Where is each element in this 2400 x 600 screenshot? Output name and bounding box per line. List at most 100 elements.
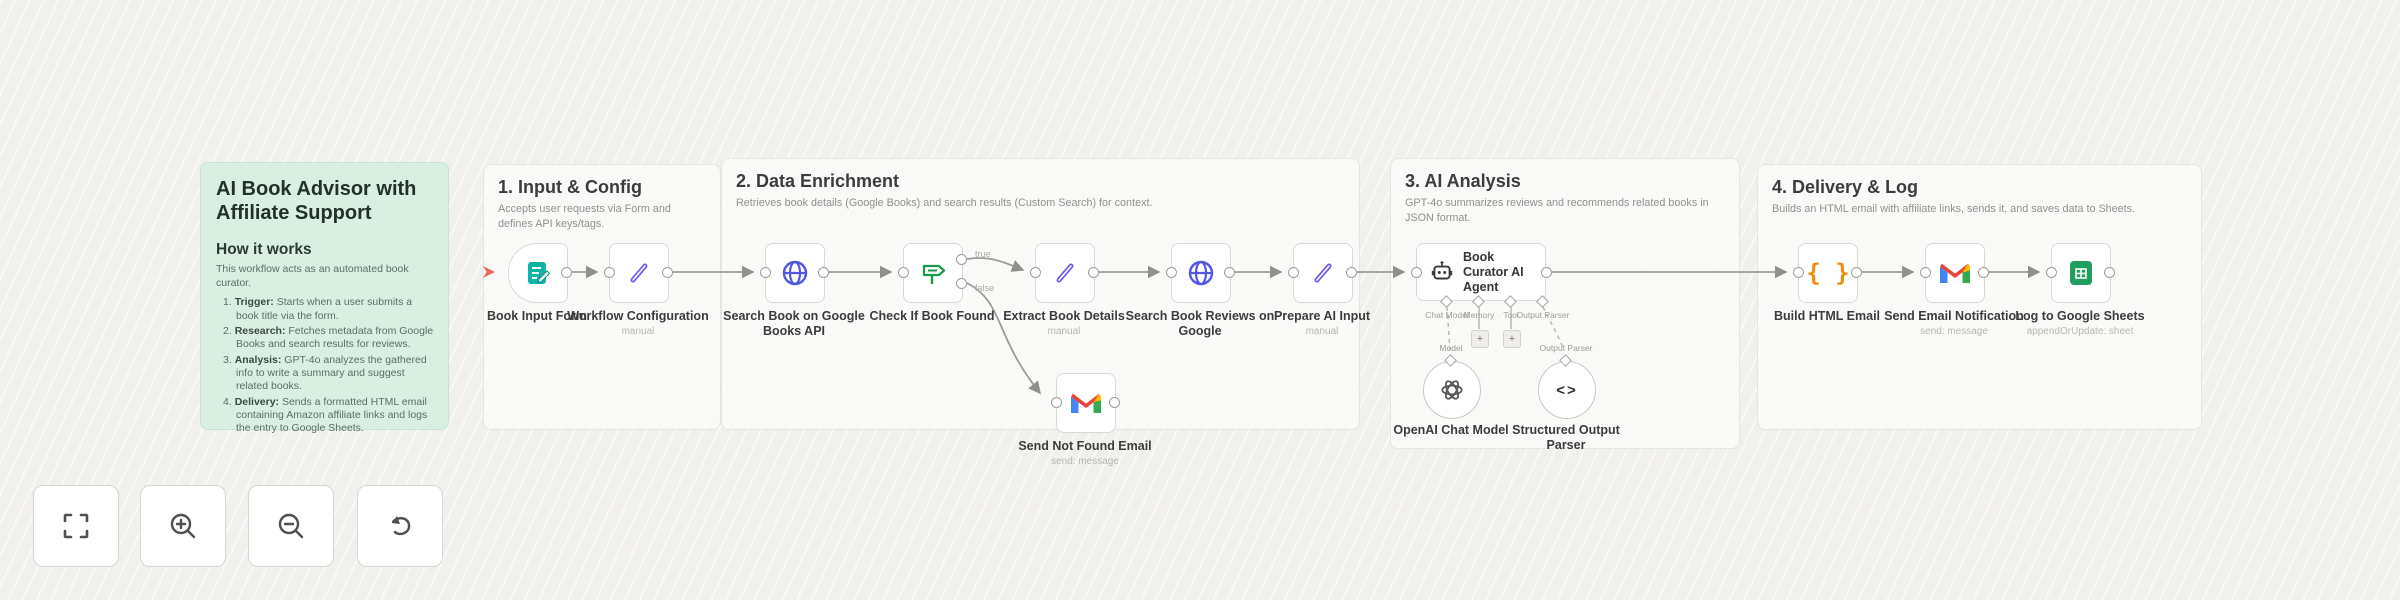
braces-icon: { } — [1806, 259, 1850, 287]
code-brackets-icon: <> — [1556, 381, 1578, 399]
input-port[interactable] — [2045, 266, 2057, 278]
output-port-false[interactable] — [955, 277, 967, 289]
section-desc: Builds an HTML email with affiliate link… — [1772, 203, 2136, 215]
node-send-not-found-email[interactable] — [1056, 373, 1116, 433]
input-port[interactable] — [1410, 266, 1422, 278]
output-port[interactable] — [1540, 266, 1552, 278]
node-label: Prepare AI Input — [1273, 309, 1371, 323]
agent-port-label: Memory — [1463, 310, 1495, 320]
node-build-html-email[interactable]: { } — [1798, 243, 1858, 303]
output-port[interactable] — [817, 266, 829, 278]
section-desc: Accepts user requests via Form and defin… — [498, 203, 671, 230]
input-port[interactable] — [1919, 266, 1931, 278]
node-subtitle: send: message — [1051, 456, 1119, 467]
section-desc: GPT-4o summarizes reviews and recommends… — [1405, 197, 1709, 224]
edit-pencil-icon — [630, 263, 648, 283]
zoom-out-icon — [278, 513, 304, 539]
output-port[interactable] — [1108, 396, 1120, 408]
note-item: 3. Analysis: GPT-4o analyzes the gathere… — [223, 353, 427, 393]
section-desc: Retrieves book details (Google Books) an… — [736, 197, 1153, 209]
node-prepare-ai-input[interactable] — [1293, 243, 1353, 303]
zoom-out-button[interactable] — [248, 485, 334, 567]
subnode-slot-label: Model — [1439, 343, 1463, 353]
sticky-note-overview[interactable]: AI Book Advisor with Affiliate Support H… — [200, 162, 449, 434]
section-title: 4. Delivery & Log — [1772, 177, 1919, 197]
node-label: Structured Output Parser — [1512, 423, 1620, 453]
input-port[interactable] — [1792, 266, 1804, 278]
node-search-book-google-books[interactable] — [765, 243, 825, 303]
agent-port-label: Output Parser — [1516, 310, 1570, 320]
robot-icon — [1431, 260, 1453, 280]
fit-view-icon — [63, 513, 89, 539]
node-label: Workflow Configuration — [567, 309, 709, 323]
edit-pencil-icon — [1314, 263, 1332, 283]
node-extract-book-details[interactable] — [1035, 243, 1095, 303]
branch-label-false: false — [975, 283, 995, 293]
form-icon — [528, 262, 551, 284]
node-subtitle: manual — [1047, 326, 1081, 337]
output-port[interactable] — [1345, 266, 1357, 278]
zoom-in-icon — [170, 513, 196, 539]
node-label: Search Book on Google Books API — [723, 309, 865, 339]
agent-port-label: Tool — [1503, 310, 1519, 320]
edit-pencil-icon — [1056, 263, 1074, 283]
node-subtitle: appendOrUpdate: sheet — [2026, 326, 2134, 337]
node-search-book-reviews[interactable] — [1171, 243, 1231, 303]
node-book-curator-ai-agent[interactable]: Book Curator AI Agent — [1416, 243, 1546, 301]
node-log-to-google-sheets[interactable] — [2051, 243, 2111, 303]
subnode-structured-output-parser[interactable]: <> — [1538, 361, 1596, 419]
add-tool-button[interactable]: + — [1503, 330, 1521, 348]
node-subtitle: manual — [1305, 326, 1339, 337]
section-title: 1. Input & Config — [498, 177, 642, 197]
node-workflow-configuration[interactable] — [609, 243, 669, 303]
output-port[interactable] — [1850, 266, 1862, 278]
input-port[interactable] — [897, 266, 909, 278]
branch-label-true: true — [975, 249, 991, 259]
node-check-if-book-found[interactable] — [903, 243, 963, 303]
zoom-in-button[interactable] — [140, 485, 226, 567]
note-heading: How it works — [216, 241, 312, 258]
output-port[interactable] — [2103, 266, 2115, 278]
node-label: OpenAI Chat Model — [1393, 423, 1509, 437]
output-port[interactable] — [661, 266, 673, 278]
gmail-icon — [1071, 393, 1101, 413]
output-port[interactable] — [1977, 266, 1989, 278]
output-port[interactable] — [560, 266, 572, 278]
note-item: 1. Trigger: Starts when a user submits a… — [223, 296, 413, 322]
globe-icon — [1188, 260, 1214, 286]
node-subtitle: manual — [621, 326, 655, 337]
node-label: Check If Book Found — [869, 309, 995, 323]
node-send-email-notification[interactable] — [1925, 243, 1985, 303]
input-port[interactable] — [1287, 266, 1299, 278]
input-port[interactable] — [603, 266, 615, 278]
node-label: Build HTML Email — [1773, 309, 1881, 323]
if-signpost-icon — [922, 264, 946, 284]
agent-node-title: Book Curator AI Agent — [1463, 249, 1524, 294]
node-subtitle: send: message — [1920, 326, 1988, 337]
add-memory-button[interactable]: + — [1471, 330, 1489, 348]
section-title: 3. AI Analysis — [1405, 171, 1521, 191]
globe-icon — [782, 260, 808, 286]
output-port-true[interactable] — [955, 253, 967, 265]
node-book-input-form[interactable] — [508, 243, 568, 303]
reset-view-button[interactable] — [357, 485, 443, 567]
node-label: Log to Google Sheets — [2015, 309, 2145, 323]
output-port[interactable] — [1223, 266, 1235, 278]
input-port[interactable] — [1165, 266, 1177, 278]
execute-trigger-marker[interactable] — [480, 263, 498, 281]
openai-icon — [1441, 380, 1463, 400]
node-label: Send Email Notification — [1884, 309, 2024, 323]
node-label: Extract Book Details — [1003, 309, 1125, 323]
node-label: Search Book Reviews on Google — [1125, 309, 1275, 339]
input-port[interactable] — [759, 266, 771, 278]
fit-view-button[interactable] — [33, 485, 119, 567]
subnode-openai-chat-model[interactable] — [1423, 361, 1481, 419]
input-port[interactable] — [1029, 266, 1041, 278]
note-item: 2. Research: Fetches metadata from Googl… — [223, 324, 434, 351]
agent-port-label: Chat Model — [1425, 310, 1469, 320]
input-port[interactable] — [1050, 396, 1062, 408]
output-port[interactable] — [1087, 266, 1099, 278]
google-sheets-icon — [2070, 261, 2092, 285]
